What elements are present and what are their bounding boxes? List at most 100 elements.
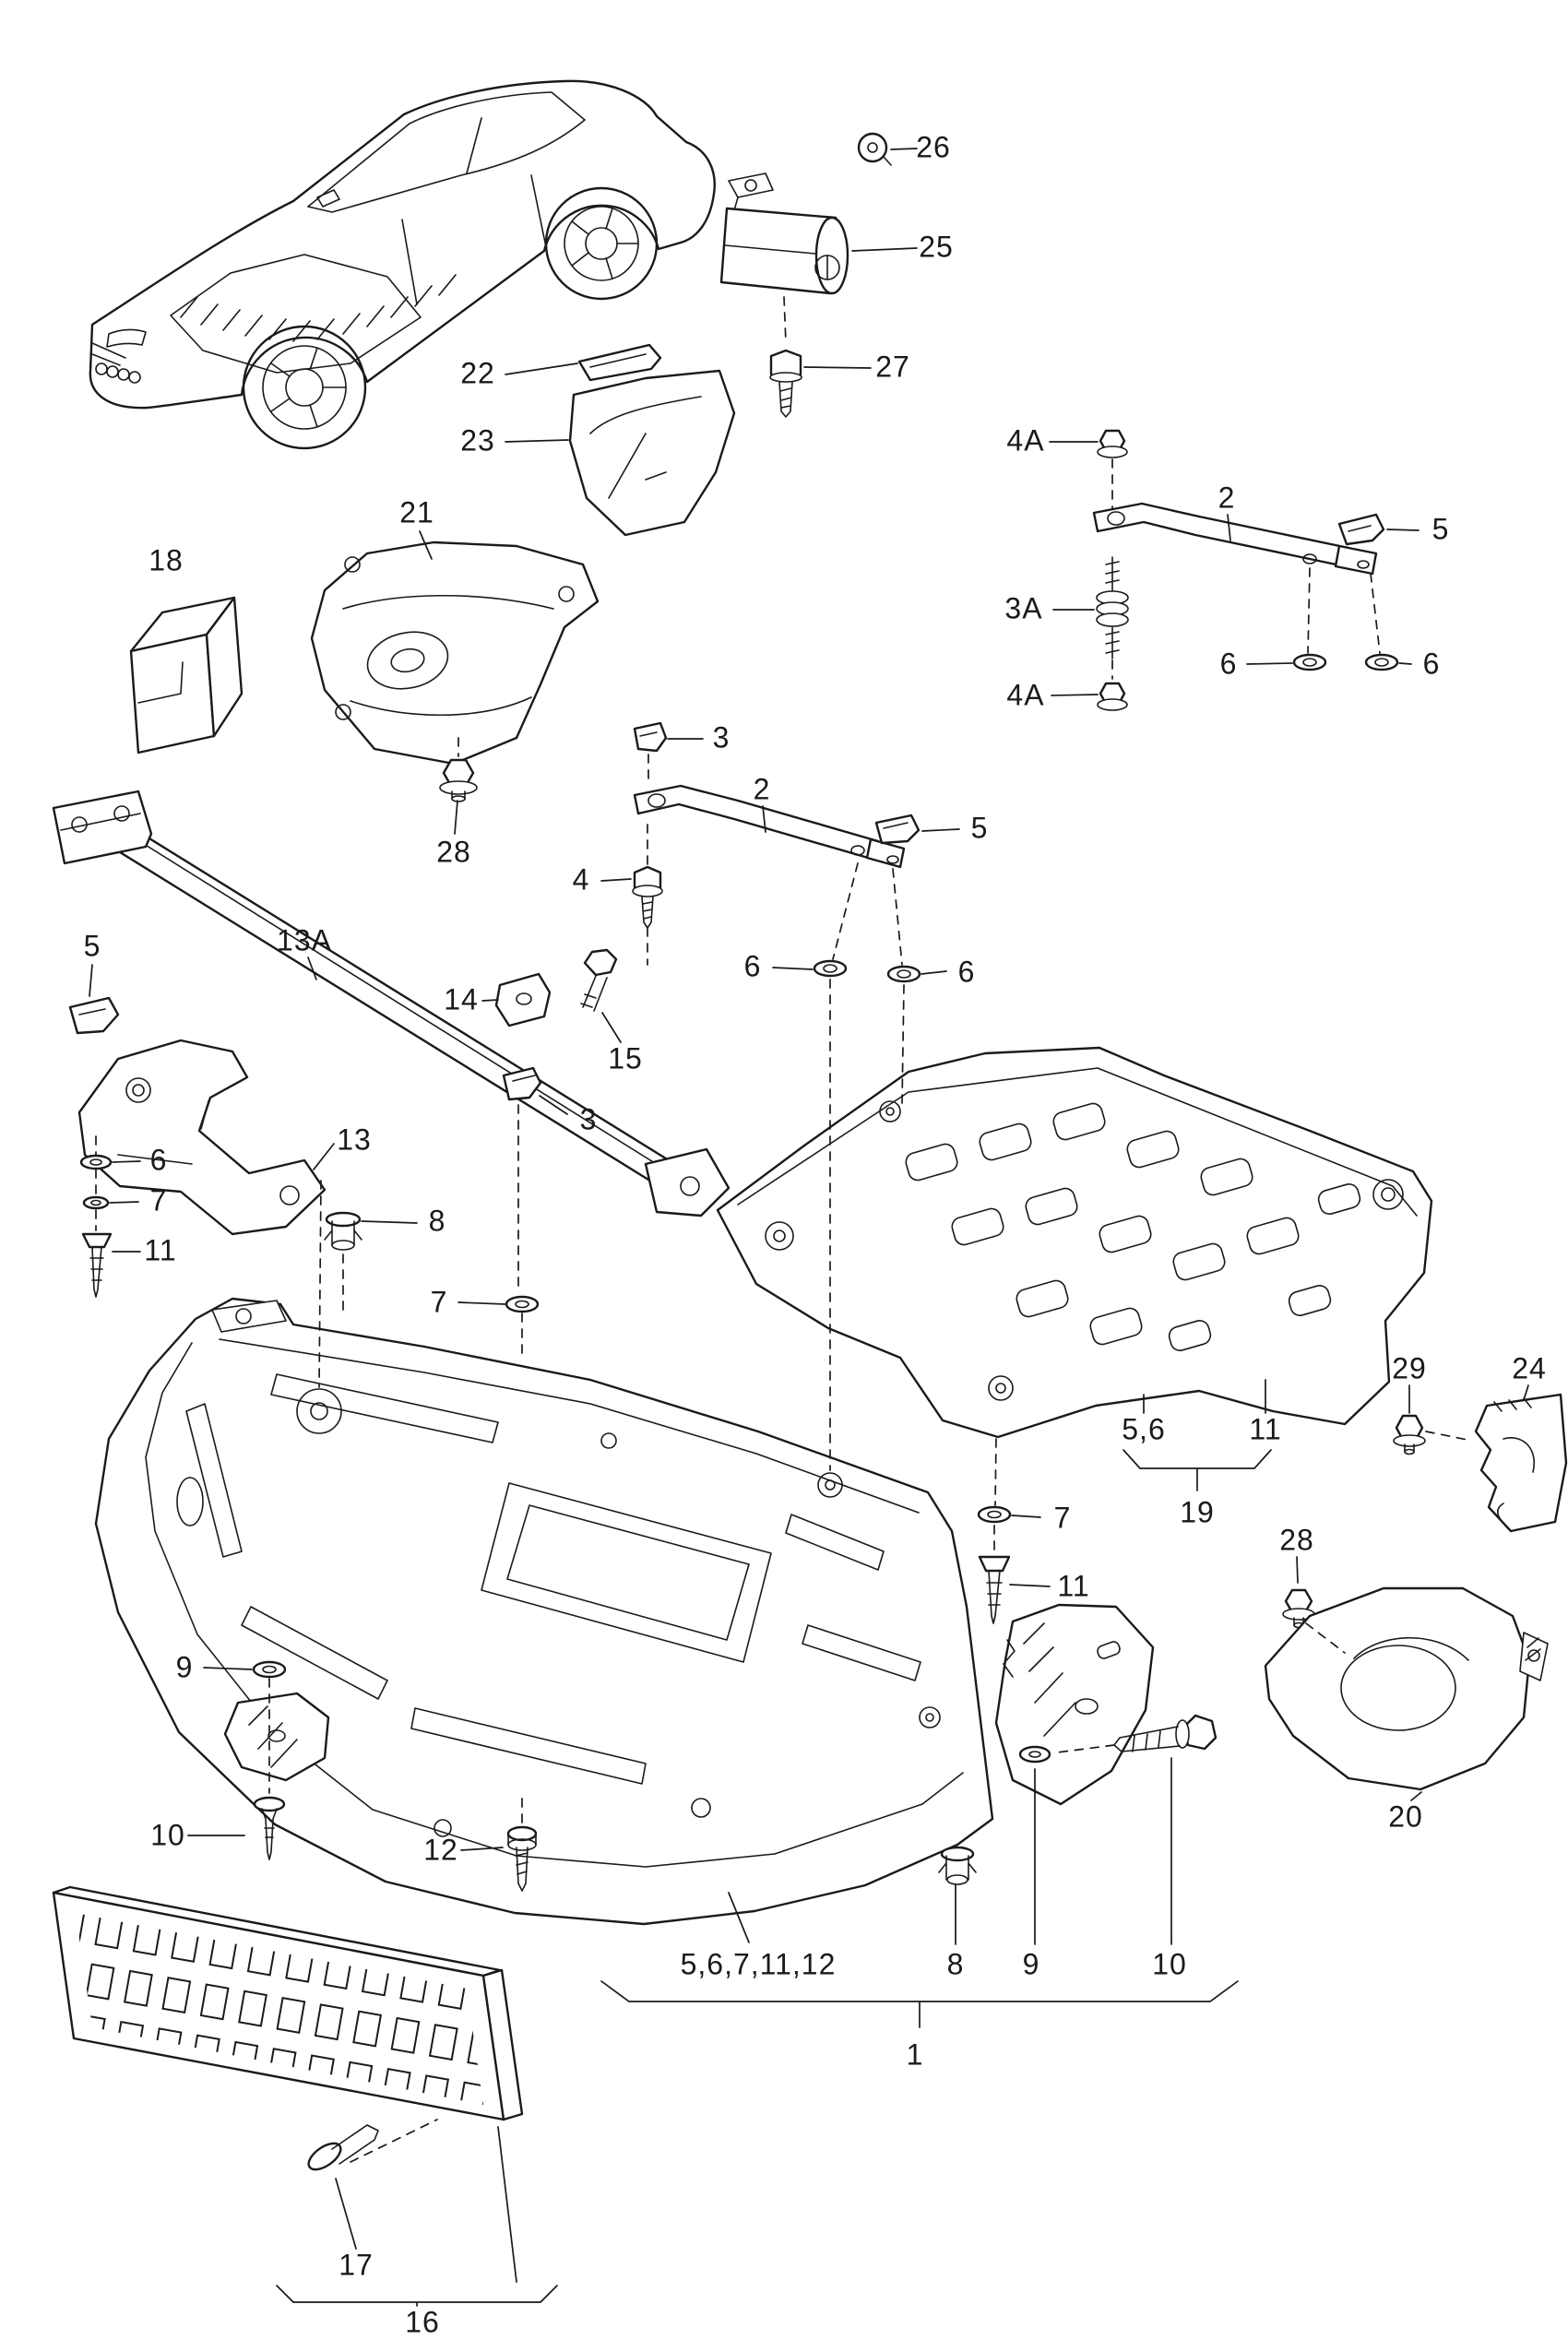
washer-9-left (252, 1660, 287, 1679)
part-8-mid-clipnut (324, 1211, 362, 1251)
callout-15: 15 (608, 1041, 643, 1075)
callout-25: 25 (919, 230, 954, 264)
callout-5-mid: 5 (970, 811, 989, 845)
callout-28-right: 28 (1279, 1523, 1314, 1557)
pan-ribs (185, 1373, 921, 1785)
callout-9-left: 9 (175, 1650, 194, 1684)
callout-8-bottom: 8 (946, 1947, 965, 1981)
part-4a-bottom-nut (1097, 682, 1128, 711)
callout-4a-bottom: 4A (1006, 678, 1045, 712)
part-25-actuator (719, 172, 849, 295)
callout-6-mid-left: 6 (743, 949, 762, 983)
car-headlight (91, 328, 147, 366)
brace-19 (1123, 1449, 1272, 1491)
callout-5-6-group: 5,6 (1122, 1412, 1166, 1446)
callout-14: 14 (444, 982, 479, 1016)
part-15-bolt (580, 948, 618, 1012)
callout-11-right: 11 (1057, 1569, 1090, 1603)
callout-20: 20 (1388, 1800, 1423, 1834)
part-3-left-clip (502, 1066, 542, 1101)
part-17-rivet (307, 2124, 379, 2171)
brace-1 (600, 1980, 1239, 2028)
car-underbody-hatch-outline (170, 254, 422, 374)
part-20-liner (1264, 1586, 1549, 1791)
callout-13a: 13A (277, 923, 332, 957)
callout-8-mid: 8 (428, 1204, 446, 1238)
clipnut-8-bottom (938, 1846, 977, 1885)
callout-3-left: 3 (579, 1102, 598, 1136)
pan-center-opening (481, 1482, 772, 1663)
washer-9-bottom (1018, 1745, 1051, 1764)
callout-7-mid: 7 (430, 1285, 448, 1319)
callout-7-right: 7 (1053, 1501, 1072, 1535)
fragment-right (994, 1603, 1155, 1806)
torn-piece-left (223, 1692, 330, 1782)
washer-7-left (82, 1195, 110, 1210)
part-2-upper-bar (1092, 502, 1378, 576)
callout-6-mid-right: 6 (957, 955, 976, 989)
callout-3a: 3A (1004, 591, 1043, 625)
part-19-guard-plate (716, 1046, 1433, 1439)
callout-22: 22 (460, 356, 495, 390)
callout-3-mid: 3 (712, 720, 731, 754)
screw-10-bottom (1113, 1714, 1218, 1752)
car-rings-logo (95, 362, 141, 384)
guard-plate-slots (905, 1102, 1361, 1351)
car-windows (307, 91, 586, 213)
washer-7-right (977, 1505, 1012, 1524)
callout-4-mid: 4 (572, 862, 590, 897)
car-front-wheel (242, 325, 367, 450)
car-illustration (89, 79, 716, 450)
crossbar-13a (52, 790, 731, 1218)
callout-10-left: 10 (150, 1818, 185, 1852)
callout-17: 17 (339, 2248, 374, 2282)
callout-5-6-7-11-12-group: 5,6,7,11,12 (680, 1947, 837, 1981)
brace-16 (276, 2126, 558, 2307)
part-28-right-nut (1282, 1588, 1315, 1629)
callout-26: 26 (916, 130, 951, 164)
pan-ear-bracket (211, 1300, 287, 1333)
leader-lines (89, 148, 1529, 2250)
part-5-upper-clip (1337, 513, 1385, 546)
part-2-mid-bar (633, 784, 906, 869)
callout-7-left: 7 (149, 1183, 168, 1218)
part-23-bracket (568, 369, 736, 537)
callout-6-upper-left: 6 (1219, 647, 1238, 681)
part-24-panel (1474, 1393, 1568, 1533)
callout-2-upper: 2 (1218, 481, 1236, 515)
part-27-bolt (769, 349, 802, 418)
car-door-lines (316, 174, 547, 305)
callout-9-bottom: 9 (1022, 1947, 1040, 1981)
car-rear-wheel (544, 186, 659, 301)
callout-2-mid: 2 (753, 772, 771, 806)
part-26-grommet (857, 132, 892, 166)
callout-12: 12 (423, 1833, 458, 1867)
callout-18: 18 (148, 543, 184, 577)
part-3-mid-clip (633, 721, 668, 753)
callout-27: 27 (875, 350, 910, 384)
guard-plate-grommets (765, 1100, 1404, 1401)
callout-6-upper-right: 6 (1422, 647, 1441, 681)
callout-24: 24 (1512, 1351, 1547, 1385)
part-3a-stud (1096, 556, 1129, 659)
part-4-bolt (632, 865, 663, 929)
bracket-13 (77, 1039, 327, 1236)
part-28-top-nut (439, 758, 478, 802)
part-22-bracket (577, 343, 662, 382)
callout-16: 16 (405, 2305, 440, 2339)
washer-6-left (79, 1154, 113, 1170)
callout-29: 29 (1392, 1351, 1427, 1385)
washers-6-upper (1292, 653, 1399, 671)
group-braces (276, 1449, 1272, 2307)
callout-4a-top: 4A (1006, 423, 1045, 457)
pin-11-right (978, 1555, 1011, 1624)
part-12-screw (506, 1825, 538, 1892)
callout-23: 23 (460, 423, 495, 457)
callout-1: 1 (906, 2037, 924, 2072)
pan-grommets (176, 1388, 941, 1837)
pin-10-left (253, 1796, 286, 1860)
washer-7-mid (505, 1295, 540, 1313)
washers-6-mid (813, 959, 921, 983)
